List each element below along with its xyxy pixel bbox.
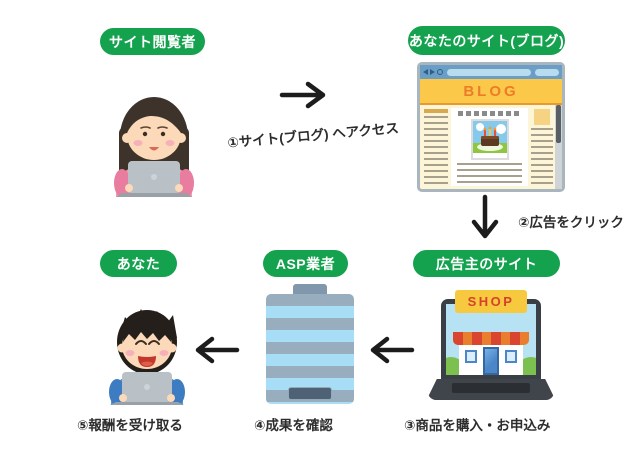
- blog-right-sidebar: [531, 109, 553, 185]
- blog-content: [420, 105, 562, 189]
- step-2-caption: ②広告をクリック: [518, 215, 624, 230]
- arrow-right-icon: [278, 80, 328, 110]
- browser-address-bar: [447, 68, 531, 76]
- building-roof-structure: [293, 284, 327, 294]
- blog-left-sidebar: [424, 109, 448, 185]
- building-entrance: [288, 387, 332, 400]
- shop-sign: SHOP: [455, 290, 527, 313]
- shop-door-icon: [483, 347, 499, 375]
- scrollbar-thumb: [556, 105, 561, 143]
- label-you: あなた: [100, 250, 177, 277]
- storefront: [459, 343, 523, 375]
- sidebar-text-placeholder: [424, 116, 448, 185]
- step-5-caption: ⑤報酬を受け取る: [77, 418, 183, 433]
- laptop-keyboard: [451, 383, 531, 393]
- man-with-laptop-icon: [109, 309, 185, 405]
- sidebar-text-placeholder: [531, 128, 553, 185]
- cake-image: [470, 119, 509, 160]
- shop-window-icon: [505, 350, 517, 363]
- building-body: [266, 294, 354, 404]
- blog-title: BLOG: [420, 79, 562, 105]
- blog-browser-illustration: BLOG: [417, 62, 565, 192]
- browser-reload-icon: [437, 69, 443, 75]
- you-illustration: [95, 300, 200, 410]
- shop-laptop-illustration: SHOP: [428, 290, 554, 407]
- arrow-down-icon: [471, 193, 499, 241]
- browser-forward-icon: [430, 69, 435, 75]
- browser-toolbar: [420, 65, 562, 79]
- label-asp: ASP業者: [263, 250, 348, 277]
- sidebar-heading-placeholder: [424, 109, 448, 113]
- step-4-caption: ④成果を確認: [254, 418, 333, 433]
- laptop-screen: SHOP: [441, 290, 541, 379]
- laptop-base: [428, 379, 554, 400]
- article-heading-placeholder: [457, 111, 522, 116]
- label-advertiser-site: 広告主のサイト: [413, 250, 560, 277]
- ad-banner-placeholder: [534, 109, 550, 125]
- site-visitor-illustration: [98, 85, 210, 202]
- shop-window-icon: [465, 350, 477, 363]
- label-your-site: あなたのサイト(ブログ): [408, 26, 565, 55]
- browser-back-icon: [423, 69, 428, 75]
- label-site-visitor: サイト閲覧者: [100, 28, 205, 55]
- blog-article: [451, 108, 528, 186]
- woman-with-laptop-icon: [114, 97, 194, 197]
- step-3-caption: ③商品を購入・お申込み: [404, 418, 551, 433]
- shop-awning: [453, 332, 529, 345]
- browser-scrollbar: [555, 105, 562, 189]
- arrow-left-icon: [193, 335, 241, 365]
- asp-building-illustration: [266, 284, 354, 404]
- browser-toolbar-button: [535, 68, 559, 76]
- shop-website: [446, 304, 536, 375]
- article-text-placeholder: [456, 163, 523, 183]
- step-1-caption: ①サイト(ブログ) へアクセス: [226, 120, 400, 151]
- arrow-left-icon: [368, 335, 416, 365]
